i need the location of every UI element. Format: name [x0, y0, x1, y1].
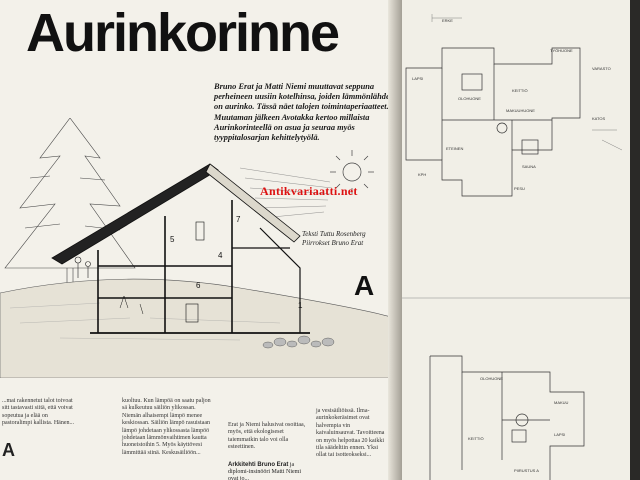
plan-lower-label-1: MAKUU: [554, 400, 569, 405]
plan-label-3: KEITTIÖ: [512, 88, 528, 93]
plan-label-0: ERKE: [442, 18, 453, 23]
room-number-7: 7: [236, 215, 241, 224]
background-edge: [630, 0, 640, 480]
caption-rest: ja diplomi-insinööri Matti Niemi ovat jo…: [228, 462, 301, 480]
body-column-4: ja vesisäiliöissä. Ilma-aurinkokeräsimet…: [316, 408, 385, 459]
plan-caption: PIIRUSTUS A: [514, 468, 539, 473]
sun-drawing: [330, 150, 374, 194]
plan-label-11: KATOS: [592, 116, 606, 121]
solar-house-illustration: 5 4 6 1 7: [0, 118, 395, 378]
room-number-5: 5: [170, 235, 175, 244]
floor-plans: ERKE LAPSI OLOHUONE KEITTIÖ TYÖHUONE MAK…: [402, 14, 630, 480]
plan-lower-label-3: KEITTIÖ: [468, 436, 484, 441]
caption-bold: Arkkitehti Bruno Erat: [228, 462, 289, 468]
right-page: ERKE LAPSI OLOHUONE KEITTIÖ TYÖHUONE MAK…: [402, 0, 630, 480]
credits-text: Teksti Tuttu Rosenberg: [302, 230, 366, 238]
article-headline: Aurinkorinne: [26, 3, 340, 63]
lower-floor-plan: [429, 355, 585, 480]
dimension-lines: [431, 14, 623, 151]
house-section: [51, 163, 310, 334]
body-column-1: ...mai rakennetut talot toivoat sitt tas…: [2, 398, 74, 427]
left-page: Aurinkorinne: [0, 0, 395, 480]
plan-label-9: VARASTO: [592, 66, 611, 71]
plan-label-2: OLOHUONE: [458, 96, 481, 101]
room-number-1: 1: [298, 301, 303, 310]
plan-label-8: PESU: [514, 186, 525, 191]
rock-foundation: [262, 335, 335, 349]
ground-hill: [0, 278, 395, 378]
people-figures: [74, 256, 91, 278]
plan-label-7: SAUNA: [522, 164, 536, 169]
article-intro: Bruno Erat ja Matti Niemi muuttavat sepp…: [214, 82, 390, 143]
body-column-2: kuoltuu. Kun lämpöä on saatu paljon sä k…: [122, 398, 211, 456]
magazine-spine: [388, 0, 406, 480]
dropcap: A: [2, 440, 15, 460]
plan-label-6: ETEINEN: [446, 146, 463, 151]
plan-lower-label-0: OLOHUONE: [480, 376, 503, 381]
section-letter: A: [354, 270, 375, 301]
watermark: Antikvariaatti.net: [260, 184, 358, 198]
upper-floor-plan: [405, 47, 581, 197]
plan-lower-label-2: LAPSI: [554, 432, 565, 437]
plan-label-10: KPH: [418, 172, 426, 177]
plan-label-1: LAPSI: [412, 76, 423, 81]
plan-label-5: MAKUUHUONE: [506, 108, 535, 113]
room-number-4: 4: [218, 251, 223, 260]
photo-caption: Arkkitehti Bruno Erat ja diplomi-insinöö…: [228, 462, 310, 480]
body-column-3: Erat ja Niemi halusivat osoittaa, myös, …: [228, 422, 306, 451]
credits-photos: Piirrokset Bruno Erat: [302, 239, 364, 247]
plan-label-4: TYÖHUONE: [550, 48, 573, 53]
room-number-6: 6: [196, 281, 201, 290]
article-credits: Teksti Tuttu Rosenberg Piirrokset Bruno …: [302, 230, 366, 248]
